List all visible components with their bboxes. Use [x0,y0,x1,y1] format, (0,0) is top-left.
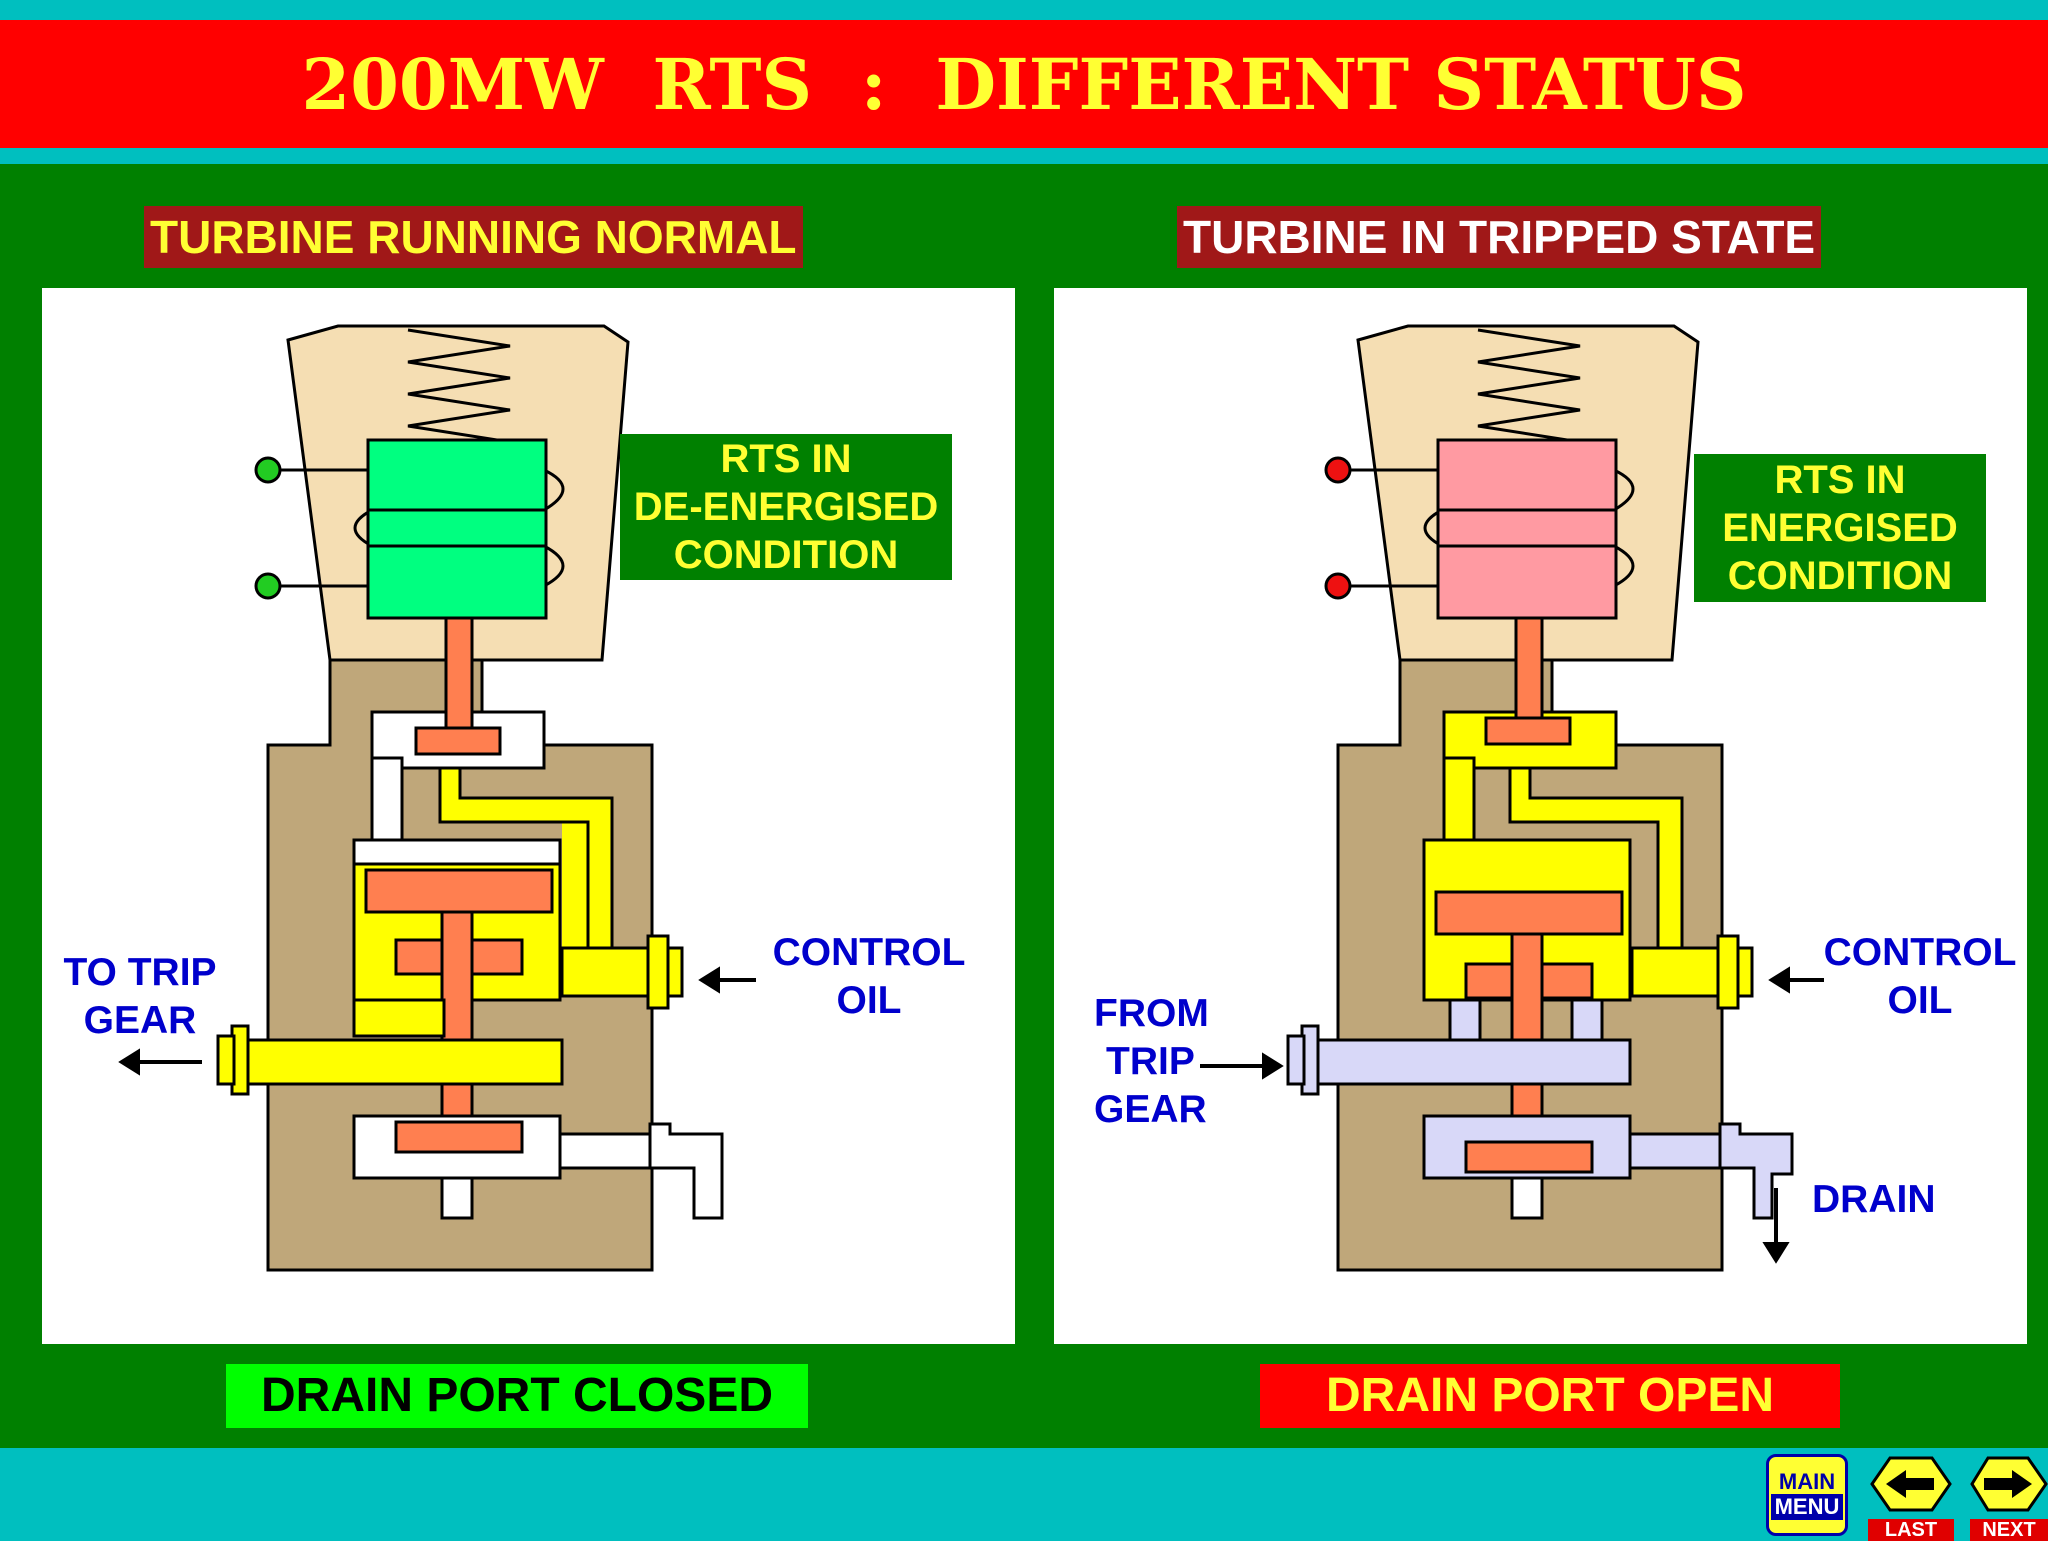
left-heading: TURBINE RUNNING NORMAL [144,206,803,268]
left-rts-diagram [118,324,756,1272]
spring [1477,328,1581,458]
solenoid-stem [444,616,474,730]
title-bar: 200MW RTS : DIFFERENT STATUS [0,20,2048,148]
arrow-right-icon [1970,1456,2048,1512]
left-to-trip-gear-label: TO TRIP GEAR [63,951,217,1042]
next-button[interactable]: NEXT [1970,1454,2048,1541]
right-rts-condition-label: RTS IN ENERGISED CONDITION [1694,454,1986,602]
last-button[interactable]: LAST [1868,1454,1954,1541]
right-status-drain-port-open: DRAIN PORT OPEN [1260,1364,1840,1428]
solenoid-coil [1436,438,1618,620]
terminal-bottom [1324,572,1352,600]
left-rts-condition-label: RTS IN DE-ENERGISED CONDITION [620,434,952,580]
solenoid-coil [366,438,548,620]
right-control-oil-label: CONTROL OIL [1823,931,2017,1022]
arrow-left-icon [1870,1456,1952,1512]
solenoid-stem [1514,616,1544,730]
right-heading: TURBINE IN TRIPPED STATE [1177,206,1822,268]
left-status-drain-port-closed: DRAIN PORT CLOSED [226,1364,808,1428]
right-from-trip-gear-label: FROM TRIP GEAR [1094,992,1209,1131]
page-title: 200MW RTS : DIFFERENT STATUS [301,42,1747,126]
main-menu-button[interactable]: MAIN MENU [1766,1454,1848,1536]
right-drain-label: DRAIN [1812,1178,1936,1221]
terminal-top [1324,456,1352,484]
spring [407,328,511,458]
terminal-bottom [254,572,282,600]
piston [1434,890,1624,936]
left-control-oil-label: CONTROL OIL [772,931,966,1022]
right-rts-diagram [1200,324,1824,1272]
terminal-top [254,456,282,484]
piston [364,868,554,914]
